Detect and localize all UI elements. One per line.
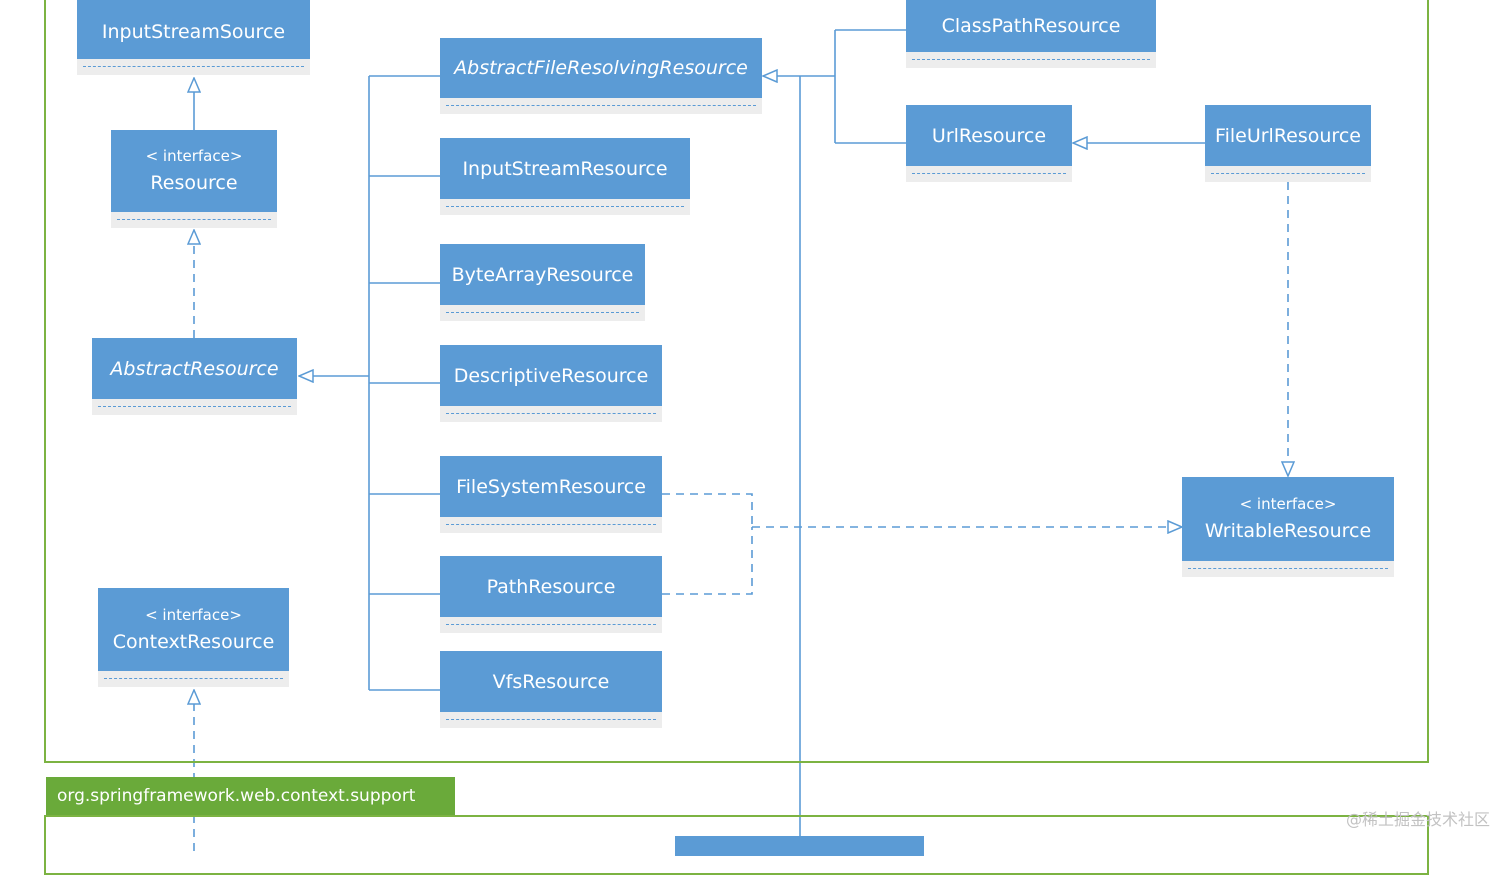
class-name: Resource [150, 172, 238, 194]
class-bytearrayresource: ByteArrayResource [440, 244, 645, 321]
package-frame-upper [44, 0, 1429, 763]
class-body [440, 406, 662, 422]
class-vfsresource: VfsResource [440, 651, 662, 728]
class-body [440, 98, 762, 114]
class-body [1182, 561, 1394, 577]
class-descriptiveresource: DescriptiveResource [440, 345, 662, 422]
class-body [440, 617, 662, 633]
watermark: @稀土掘金技术社区 [1345, 810, 1490, 829]
class-body [98, 671, 289, 687]
class-name: InputStreamSource [101, 20, 286, 43]
class-name: FileUrlResource [1215, 124, 1361, 147]
class-name: FileSystemResource [456, 475, 646, 498]
class-name: UrlResource [931, 124, 1047, 147]
class-inputstreamresource: InputStreamResource [440, 138, 690, 215]
class-resource: < interface> Resource [111, 130, 277, 228]
class-contextresource: < interface> ContextResource [98, 588, 289, 687]
connector-layer [0, 29, 1512, 851]
class-body [440, 199, 690, 215]
class-abstractresource: AbstractResource [92, 338, 297, 415]
class-classpathresource: ClassPathResource [906, 0, 1156, 68]
class-body [1205, 166, 1371, 182]
class-abstractfileresolvingresource: AbstractFileResolvingResource [440, 38, 762, 114]
class-fileurlresource: FileUrlResource [1205, 105, 1371, 182]
class-name: AbstractResource [110, 357, 279, 380]
class-body [906, 52, 1156, 68]
edge-path-dash [662, 527, 753, 595]
class-name: WritableResource [1204, 520, 1372, 542]
class-name: InputStreamResource [462, 157, 668, 180]
class-name: VfsResource [492, 670, 610, 693]
class-body [440, 517, 662, 533]
class-body [440, 712, 662, 728]
class-name: ByteArrayResource [451, 263, 634, 286]
class-name: ContextResource [112, 630, 275, 653]
class-body [92, 399, 297, 415]
class-stereotype: < interface> [145, 605, 242, 624]
class-name: AbstractFileResolvingResource [454, 57, 748, 79]
class-writableresource: < interface> WritableResource [1182, 477, 1394, 577]
class-body [906, 166, 1072, 182]
package-tab-web: org.springframework.web.context.support [46, 777, 455, 815]
class-name: DescriptiveResource [453, 364, 649, 387]
class-name: PathResource [486, 575, 616, 598]
class-stereotype: < interface> [1239, 495, 1337, 513]
class-urlresource: UrlResource [906, 105, 1072, 182]
class-pathresource: PathResource [440, 556, 662, 633]
class-name: ClassPathResource [941, 15, 1121, 37]
class-body [77, 59, 310, 75]
class-inputstreamsource: InputStreamSource [77, 0, 310, 75]
class-body [440, 305, 645, 321]
class-stereotype: < interface> [145, 147, 243, 165]
class-filesystemresource: FileSystemResource [440, 456, 662, 533]
class-bottom-partial [675, 836, 924, 856]
class-body [111, 212, 277, 228]
edge-filesystem-dash [662, 493, 753, 527]
